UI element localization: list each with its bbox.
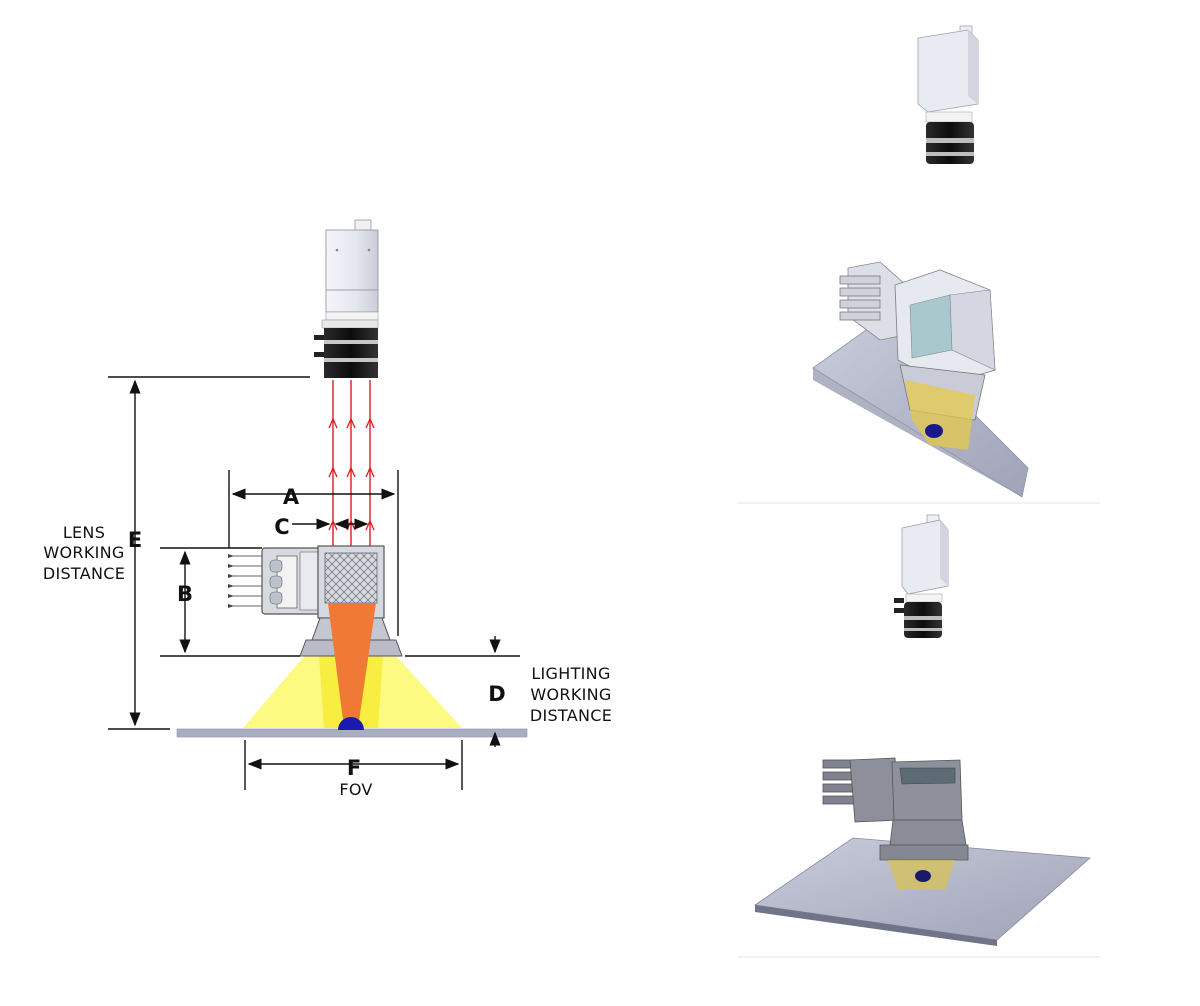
- thumbnail-camera-front: [917, 25, 979, 164]
- thumbnail-assembly-iso: [738, 261, 1100, 504]
- dimension-lines: [108, 376, 520, 790]
- label-fov: FOV: [339, 780, 372, 799]
- main-diagram: A C E B D F FOV LENS WORKING DISTANCE LI…: [43, 219, 612, 799]
- lens-wd-line-3: DISTANCE: [43, 564, 125, 583]
- label-f: F: [347, 756, 361, 780]
- dome-light-assembly: [228, 545, 403, 728]
- lens-wd-line-1: LENS: [63, 523, 105, 542]
- thumbnail-assembly-bottom: [738, 757, 1100, 958]
- lens-wd-line-2: WORKING: [43, 543, 124, 562]
- label-d: D: [488, 682, 505, 706]
- label-c: C: [274, 515, 289, 539]
- thumbnail-camera-side: [894, 514, 949, 638]
- camera: [314, 219, 379, 378]
- label-e: E: [128, 528, 142, 552]
- lighting-wd-line-2: WORKING: [530, 685, 611, 704]
- thumbnail-panel: [738, 25, 1100, 958]
- label-a: A: [283, 485, 300, 509]
- dimension-labels: A C E B D F FOV LENS WORKING DISTANCE LI…: [43, 485, 612, 799]
- label-b: B: [177, 582, 193, 606]
- lighting-wd-line-3: DISTANCE: [530, 706, 612, 725]
- work-surface: [176, 717, 528, 738]
- lighting-wd-line-1: LIGHTING: [531, 664, 610, 683]
